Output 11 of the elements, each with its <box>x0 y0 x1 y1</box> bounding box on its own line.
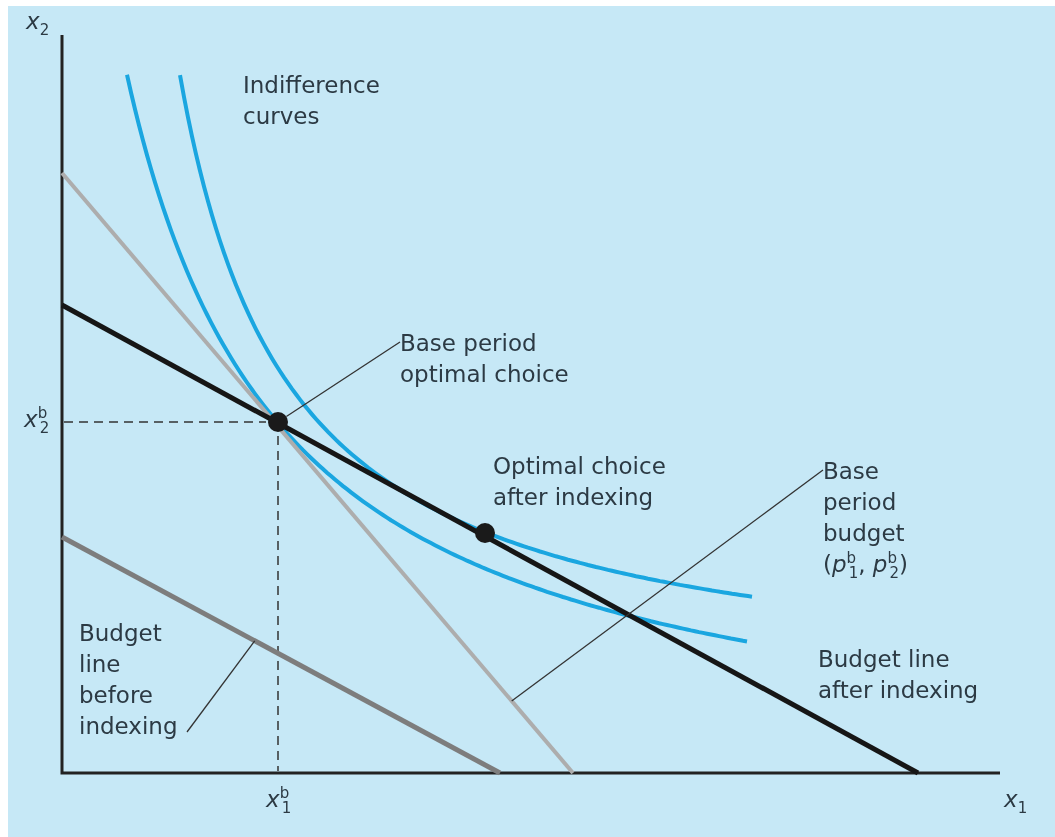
axis-label: x$_{2}$ <box>26 7 50 37</box>
leader-line <box>186 640 256 733</box>
callout-text: Base period budget (p$^{b}$$_{1}$, p$^{b}$$_{2}$) <box>823 456 928 580</box>
line-label: Budget line after indexing <box>818 645 980 705</box>
leader-line <box>511 469 824 702</box>
leader-line <box>285 341 401 418</box>
point-label: Optimal choice after indexing <box>493 452 667 512</box>
axis-label: x$_{1}$ <box>1004 785 1028 815</box>
callout-text: Base period optimal choice <box>400 328 600 390</box>
callout-text: Budget line before indexing <box>79 618 187 742</box>
curve-label: Indifference curves <box>243 71 381 131</box>
